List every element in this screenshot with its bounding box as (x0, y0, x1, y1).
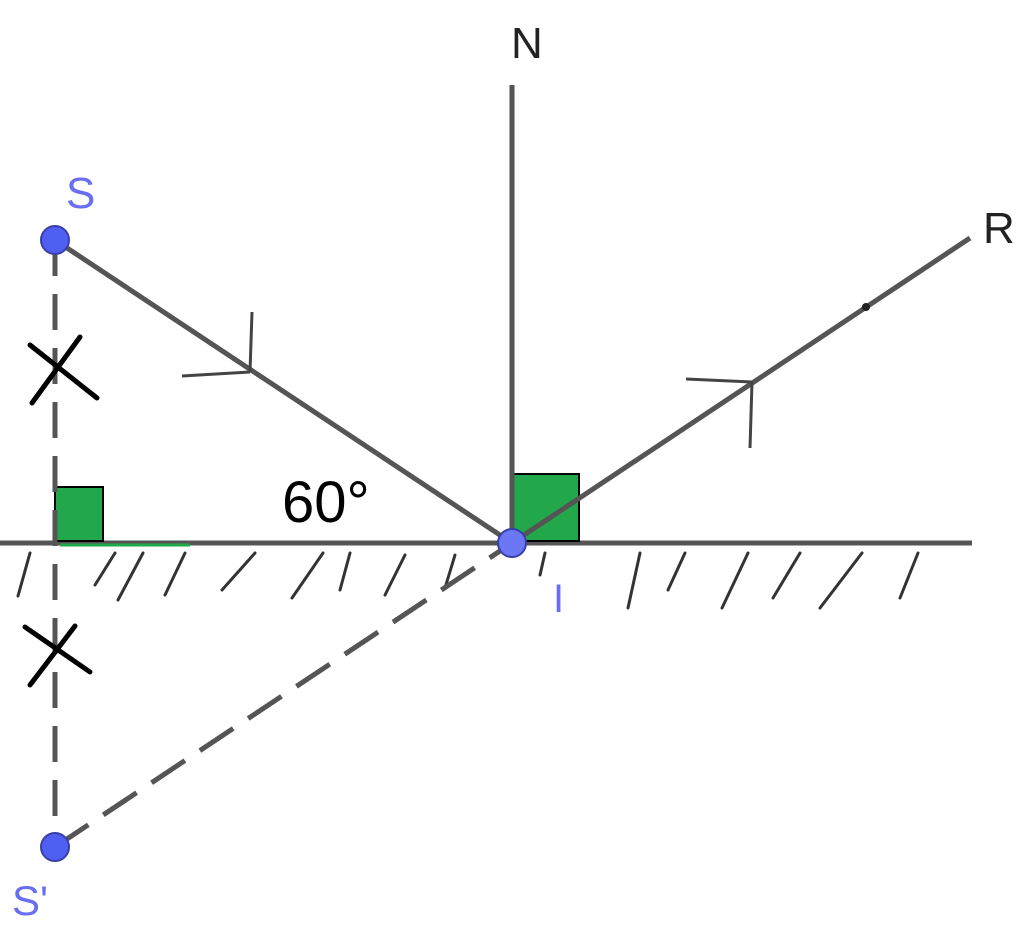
label-i: I (553, 577, 564, 621)
reflected-ray-arrow (685, 377, 754, 449)
equal-length-mark-top (27, 334, 100, 406)
equal-length-mark-bottom (22, 623, 93, 688)
label-r: R (983, 204, 1015, 253)
reflected-ray (510, 235, 972, 546)
incident-ray-arrow (181, 311, 254, 378)
label-s-prime: S' (12, 877, 48, 924)
incident-ray (53, 237, 514, 546)
point-i (497, 528, 527, 558)
virtual-ray-dashed (53, 540, 514, 850)
point-s (40, 225, 70, 255)
point-s-prime (40, 832, 70, 862)
angle-label: 60° (282, 470, 370, 535)
label-s: S (66, 169, 95, 218)
label-n: N (511, 19, 543, 68)
right-angle-marker-left (54, 486, 104, 542)
mirror-hatching (16, 551, 920, 610)
reflected-ray-tick (862, 303, 870, 311)
